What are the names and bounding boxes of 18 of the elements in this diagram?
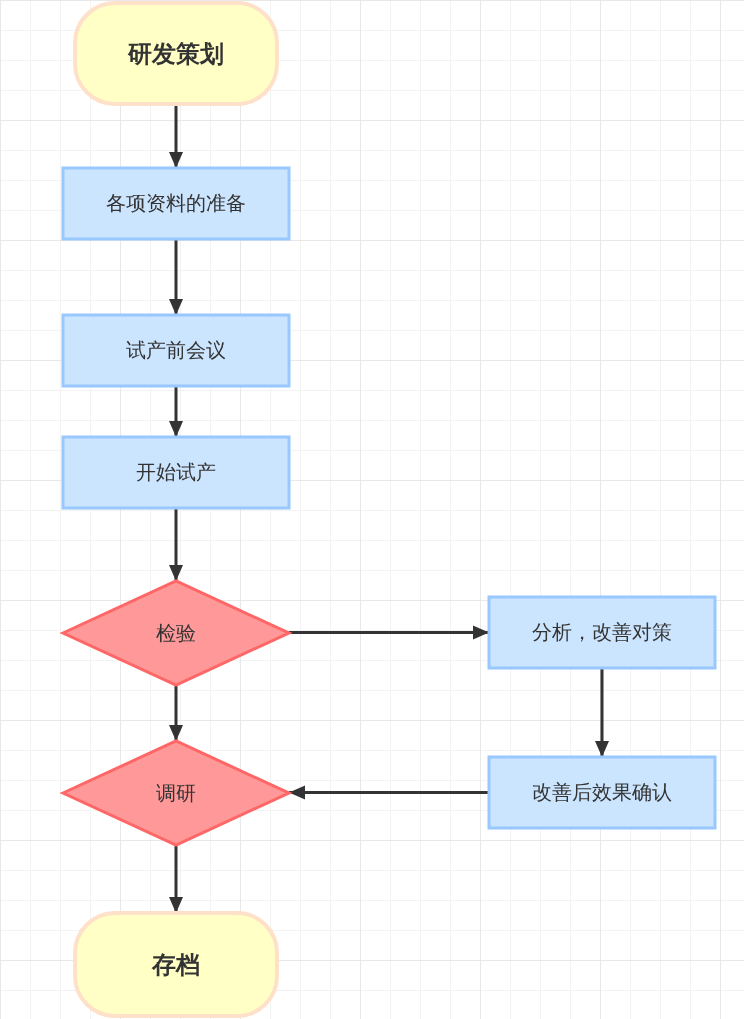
arrow <box>169 104 183 168</box>
arrow <box>169 239 183 315</box>
node-label: 改善后效果确认 <box>532 779 672 806</box>
node-label: 存档 <box>152 949 200 981</box>
arrow <box>289 625 489 640</box>
arrow <box>169 685 183 741</box>
arrow <box>169 508 183 581</box>
node-label: 研发策划 <box>128 38 224 70</box>
arrow <box>289 785 489 800</box>
node-label: 试产前会议 <box>126 337 226 364</box>
node-label: 调研 <box>156 779 196 807</box>
node-label: 各项资料的准备 <box>106 190 246 217</box>
node-label: 分析，改善对策 <box>532 619 672 646</box>
node-label: 检验 <box>156 619 196 647</box>
arrow <box>595 668 609 757</box>
arrow <box>169 845 183 913</box>
node-label: 开始试产 <box>136 459 216 486</box>
arrow <box>169 386 183 437</box>
